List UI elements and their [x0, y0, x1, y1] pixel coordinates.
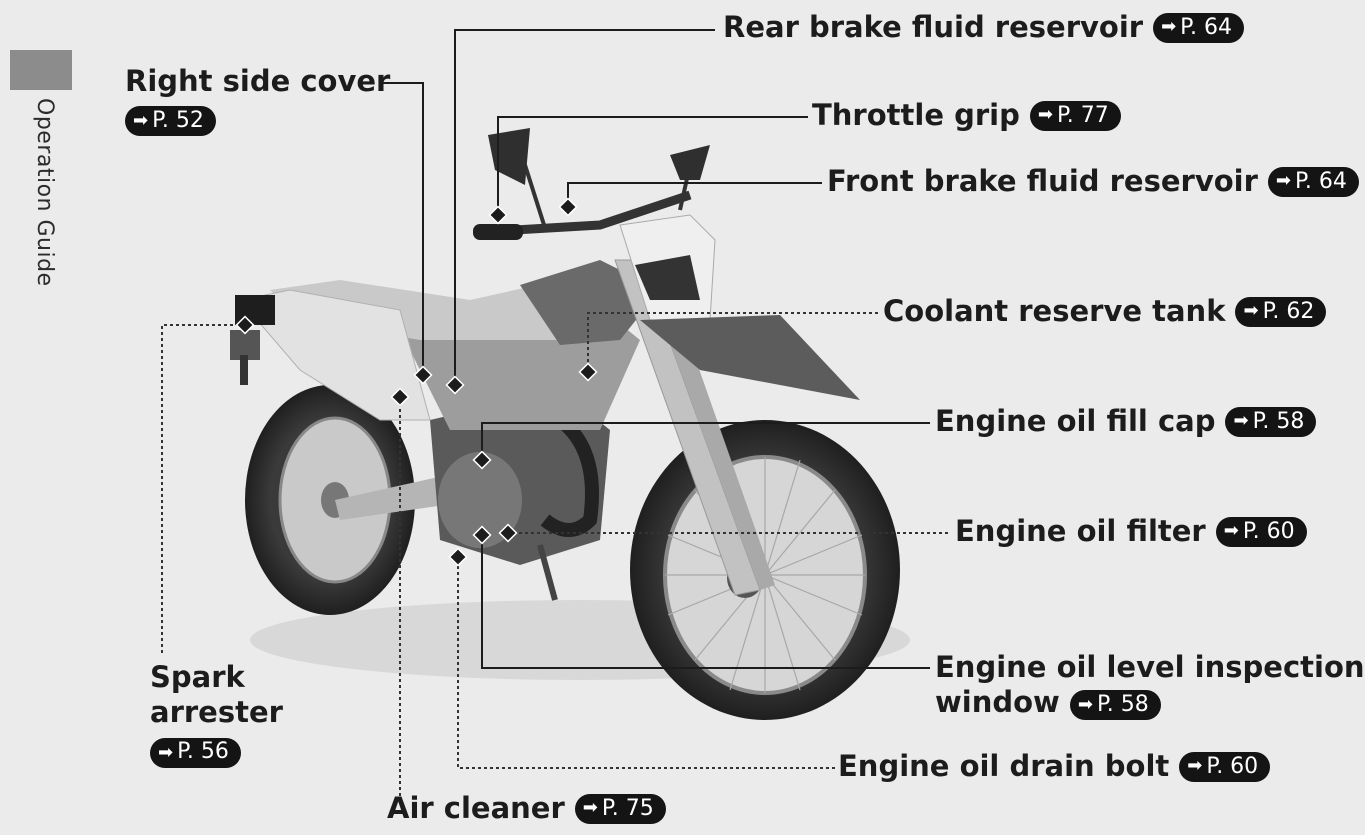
label-engine-oil-filter: Engine oil filter ➡P. 60: [955, 515, 1307, 548]
page-ref-badge[interactable]: ➡P. 64: [1153, 13, 1244, 43]
label-engine-oil-level-inspection-window: Engine oil level inspection window ➡P. 5…: [935, 650, 1365, 721]
arrow-right-icon: ➡: [1243, 301, 1258, 322]
arrow-right-icon: ➡: [133, 110, 148, 132]
arrow-right-icon: ➡: [1187, 756, 1202, 777]
label-right-side-cover: Right side cover ➡P. 52: [125, 64, 390, 136]
arrow-right-icon: ➡: [1224, 521, 1239, 542]
page-ref-badge[interactable]: ➡P. 62: [1235, 297, 1326, 327]
label-throttle-grip: Throttle grip ➡P. 77: [812, 99, 1121, 132]
label-spark-arrester: Spark arrester ➡P. 56: [150, 660, 283, 768]
label-engine-oil-fill-cap: Engine oil fill cap ➡P. 58: [935, 405, 1316, 438]
page-ref-badge[interactable]: ➡P. 56: [150, 738, 241, 768]
page-ref-badge[interactable]: ➡P. 58: [1070, 690, 1161, 720]
page-ref-badge[interactable]: ➡P. 52: [125, 106, 216, 136]
arrow-right-icon: ➡: [1078, 694, 1093, 716]
arrow-right-icon: ➡: [1161, 17, 1176, 38]
page-ref-badge[interactable]: ➡P. 60: [1179, 752, 1270, 782]
arrow-right-icon: ➡: [158, 742, 173, 764]
label-front-brake-fluid-reservoir: Front brake fluid reservoir ➡P. 64: [827, 165, 1359, 198]
arrow-right-icon: ➡: [1233, 411, 1248, 432]
label-air-cleaner: Air cleaner ➡P. 75: [387, 792, 666, 825]
label-rear-brake-fluid-reservoir: Rear brake fluid reservoir ➡P. 64: [723, 11, 1244, 44]
page-ref-badge[interactable]: ➡P. 64: [1268, 167, 1359, 197]
arrow-right-icon: ➡: [1276, 171, 1291, 192]
label-engine-oil-drain-bolt: Engine oil drain bolt ➡P. 60: [838, 750, 1270, 783]
arrow-right-icon: ➡: [1038, 105, 1053, 126]
page-ref-badge[interactable]: ➡P. 75: [575, 794, 666, 824]
arrow-right-icon: ➡: [583, 798, 598, 819]
page-ref-badge[interactable]: ➡P. 58: [1225, 407, 1316, 437]
page-ref-badge[interactable]: ➡P. 60: [1216, 517, 1307, 547]
label-coolant-reserve-tank: Coolant reserve tank ➡P. 62: [883, 295, 1326, 328]
page-ref-badge[interactable]: ➡P. 77: [1030, 101, 1121, 131]
